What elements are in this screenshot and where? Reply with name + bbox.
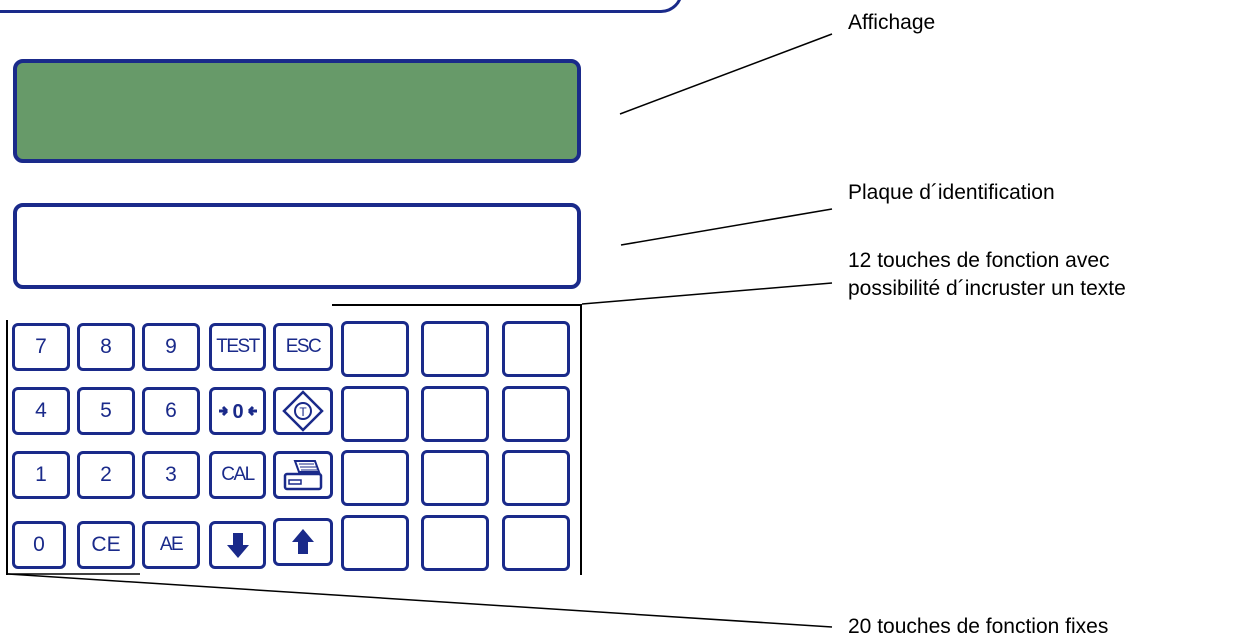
key-arrow-down[interactable]	[209, 521, 266, 569]
key-4[interactable]: 4	[12, 387, 70, 435]
key-3[interactable]: 3	[142, 451, 200, 499]
fixed-keys-bracket-left	[6, 320, 8, 575]
leader-display	[619, 33, 833, 115]
key-zero-set[interactable]: 0	[209, 387, 266, 435]
free-keys-bracket-right	[580, 304, 582, 575]
key-1[interactable]: 1	[12, 451, 70, 499]
key-test[interactable]: TEST	[209, 323, 266, 371]
key-0[interactable]: 0	[12, 521, 66, 569]
zero-set-icon: 0	[218, 401, 257, 423]
callout-free-keys-line1: 12 touches de fonction avec	[848, 249, 1110, 272]
key-ae[interactable]: AE	[142, 521, 200, 569]
leader-fixed-keys	[7, 573, 833, 628]
svg-text:0: 0	[232, 401, 243, 423]
arrow-up-icon	[292, 529, 314, 554]
key-esc[interactable]: ESC	[273, 323, 333, 371]
callout-plate: Plaque d´identification	[848, 181, 1055, 204]
key-2[interactable]: 2	[77, 451, 135, 499]
free-function-key[interactable]	[421, 450, 489, 506]
callout-display: Affichage	[848, 11, 936, 34]
arrow-down-icon	[226, 533, 249, 558]
key-9[interactable]: 9	[142, 323, 200, 371]
free-function-key[interactable]	[421, 386, 489, 442]
key-cal[interactable]: CAL	[209, 451, 266, 499]
free-function-key[interactable]	[341, 515, 409, 571]
free-function-key[interactable]	[502, 515, 570, 571]
free-function-key[interactable]	[502, 321, 570, 377]
key-print[interactable]	[273, 451, 333, 499]
key-7[interactable]: 7	[12, 323, 70, 371]
key-6[interactable]: 6	[142, 387, 200, 435]
free-function-key[interactable]	[341, 386, 409, 442]
free-function-key[interactable]	[341, 450, 409, 506]
leader-plate	[620, 208, 833, 246]
identification-plate	[13, 203, 581, 289]
free-function-key[interactable]	[341, 321, 409, 377]
key-8[interactable]: 8	[77, 323, 135, 371]
free-function-key[interactable]	[421, 321, 489, 377]
free-keys-bracket-top	[332, 304, 582, 306]
callout-free-keys-line2: possibilité d´incruster un texte	[848, 277, 1126, 300]
svg-text:T: T	[299, 405, 307, 419]
callout-fixed-keys: 20 touches de fonction fixes	[848, 615, 1109, 638]
leader-free-keys	[581, 282, 833, 305]
key-5[interactable]: 5	[77, 387, 135, 435]
key-arrow-up[interactable]	[273, 518, 333, 566]
key-tare[interactable]: T	[273, 387, 333, 435]
free-function-key[interactable]	[502, 450, 570, 506]
tare-icon: T	[282, 390, 324, 432]
printer-icon	[283, 460, 323, 491]
key-ce[interactable]: CE	[77, 521, 135, 569]
free-function-key[interactable]	[502, 386, 570, 442]
free-function-key[interactable]	[421, 515, 489, 571]
lcd-display	[13, 59, 581, 163]
